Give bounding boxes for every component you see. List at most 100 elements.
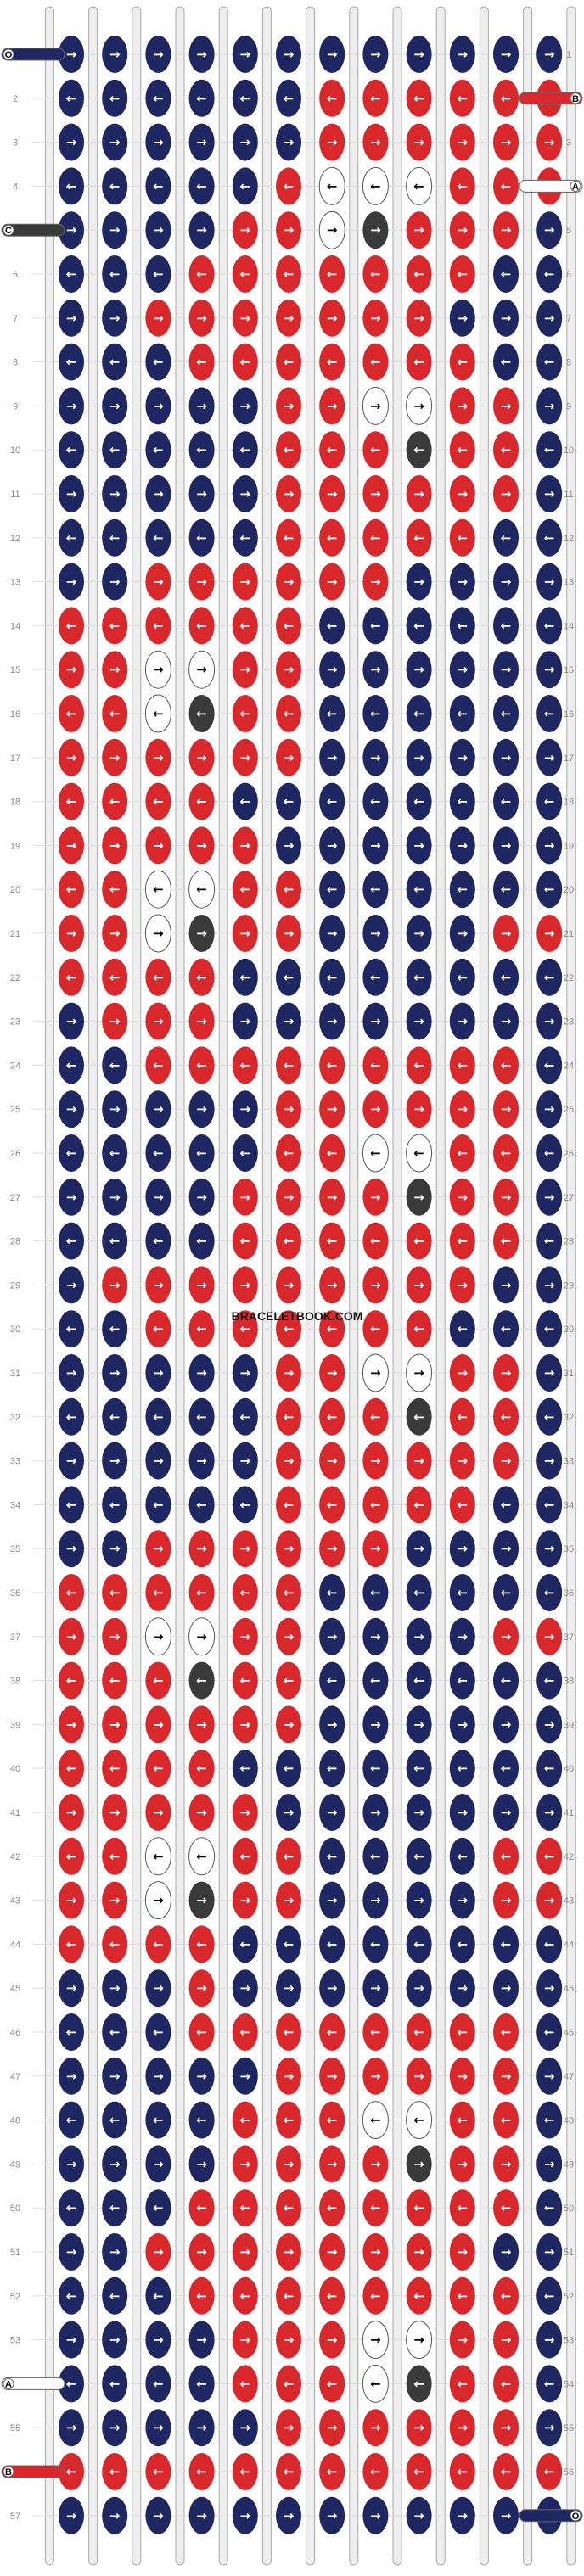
- knot-shape: [493, 2013, 519, 2051]
- knot-shape: [319, 1750, 345, 1788]
- knot-shape: [144, 694, 171, 733]
- knot: ←: [232, 1925, 258, 1963]
- knot-direction-arrow: ←: [327, 1409, 338, 1425]
- knot-direction-arrow: →: [458, 2244, 469, 2260]
- knot: ←: [406, 2189, 432, 2227]
- knot-shape: [188, 1881, 215, 1919]
- knot: →: [276, 651, 301, 689]
- knot-shape: [362, 2276, 389, 2315]
- knot-shape: [232, 2409, 258, 2447]
- knot-direction-arrow: →: [66, 574, 77, 590]
- knot-direction-arrow: →: [327, 2069, 338, 2084]
- knot: →: [319, 1090, 345, 1128]
- knot-shape: [59, 1354, 84, 1392]
- knot-direction-arrow: ←: [66, 1849, 77, 1864]
- knot-direction-arrow: ←: [153, 1673, 164, 1688]
- knot: ←: [59, 1486, 84, 1524]
- knot-shape: [362, 299, 389, 337]
- knot: →: [144, 650, 171, 689]
- knot-direction-arrow: →: [153, 2332, 164, 2348]
- knot-shape: [188, 1661, 215, 1700]
- knot-shape: [362, 826, 389, 865]
- knot-shape: [232, 2101, 258, 2139]
- row-number-right: 7: [566, 314, 571, 324]
- knot: ←: [493, 871, 519, 909]
- knot: →: [188, 2409, 215, 2447]
- knot-direction-arrow: ←: [196, 970, 207, 985]
- row-number-right: 1: [566, 50, 571, 60]
- knot-shape: [188, 2101, 215, 2139]
- knot-direction-arrow: →: [458, 926, 469, 941]
- knot: ←: [59, 871, 84, 909]
- knot-shape: [59, 782, 84, 820]
- knot: ←: [449, 871, 475, 909]
- knot: ←: [145, 1925, 171, 1963]
- knot-shape: [449, 79, 475, 117]
- knot-shape: [276, 1222, 301, 1260]
- knot-direction-arrow: →: [501, 2069, 512, 2084]
- knot-direction-arrow: →: [66, 222, 77, 238]
- knot-shape: [493, 1046, 519, 1084]
- knot-shape: [319, 2189, 345, 2227]
- knot-shape: [536, 2321, 563, 2359]
- knot: ←: [276, 2276, 301, 2315]
- knot-shape: [102, 167, 128, 205]
- knot-shape: [406, 2101, 433, 2140]
- knot: →: [188, 1002, 215, 1040]
- knot-shape: [536, 1046, 563, 1084]
- knot-direction-arrow: →: [240, 1980, 251, 1996]
- knot: ←: [406, 871, 432, 909]
- row-number-right: 55: [564, 2423, 574, 2433]
- knot: ←: [102, 343, 128, 381]
- knot-direction-arrow: ←: [370, 442, 381, 457]
- knot: ←: [406, 431, 432, 469]
- knot-direction-arrow: ←: [370, 1673, 381, 1688]
- knot-direction-arrow: ←: [196, 91, 207, 106]
- knot-shape: [232, 1354, 258, 1392]
- knot-shape: [59, 958, 84, 996]
- knot: →: [102, 2409, 128, 2447]
- knot: →: [59, 1442, 84, 1480]
- knot-shape: [406, 386, 433, 425]
- knot: ←: [59, 2013, 84, 2051]
- knot-direction-arrow: ←: [458, 355, 469, 370]
- knot: →: [102, 1178, 128, 1216]
- knot: →: [319, 1530, 345, 1568]
- knot-direction-arrow: ←: [458, 178, 469, 193]
- knot-shape: [188, 563, 215, 601]
- knot-shape: [102, 1881, 128, 1919]
- knot-direction-arrow: ←: [284, 2113, 295, 2128]
- knot-direction-arrow: ←: [153, 266, 164, 282]
- knot-shape: [362, 2233, 389, 2271]
- knot-shape: [102, 2453, 128, 2490]
- knot-direction-arrow: →: [196, 1277, 207, 1292]
- knot-shape: [319, 2453, 345, 2490]
- knot-direction-arrow: ←: [153, 1585, 164, 1600]
- knot: ←: [362, 1310, 389, 1348]
- knot: →: [362, 563, 389, 601]
- knot-direction-arrow: →: [458, 398, 469, 413]
- knot-direction-arrow: ←: [327, 1849, 338, 1864]
- knot: →: [276, 299, 301, 337]
- knot: ←: [59, 518, 84, 557]
- row-number-right: 5: [566, 226, 571, 236]
- knot-direction-arrow: →: [413, 750, 424, 765]
- knot-shape: [362, 79, 389, 117]
- knot-shape: [362, 1266, 389, 1304]
- knot-direction-arrow: →: [196, 135, 207, 150]
- knot: →: [493, 387, 519, 425]
- knot: →: [188, 123, 215, 161]
- knot-direction-arrow: →: [413, 2332, 424, 2348]
- knot: →: [493, 563, 519, 601]
- knot-direction-arrow: ←: [240, 2200, 251, 2215]
- knot-shape: [449, 1046, 475, 1084]
- string-peg: [523, 6, 533, 2566]
- knot: ←: [362, 79, 389, 117]
- knot: →: [59, 1178, 84, 1216]
- knot: →: [493, 1266, 519, 1304]
- knot-shape: [276, 1837, 301, 1875]
- knot-direction-arrow: →: [284, 2332, 295, 2348]
- knot: ←: [232, 1222, 258, 1260]
- knot-shape: [449, 1617, 475, 1655]
- knot-direction-arrow: ←: [327, 1936, 338, 1952]
